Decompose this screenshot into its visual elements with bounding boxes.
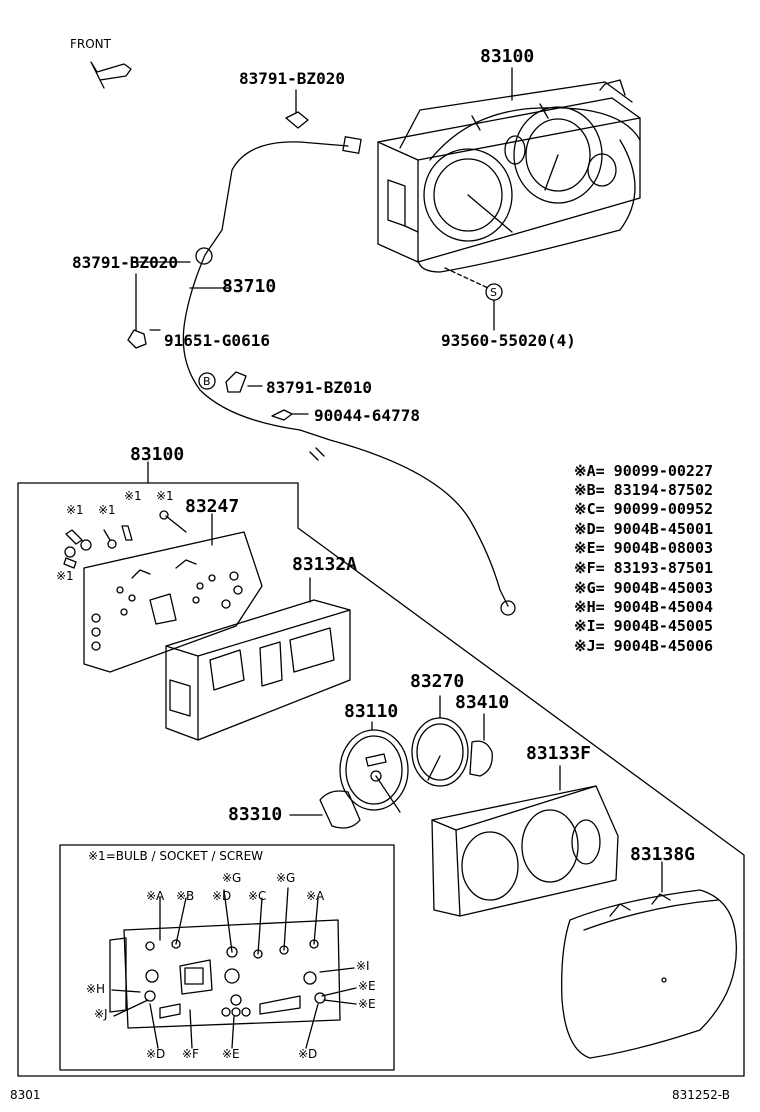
legend-row-c: ※C= 90099-00952: [574, 500, 713, 518]
part-83410: 83410: [455, 692, 510, 713]
inset-label-a1: ※A: [146, 889, 165, 903]
part-83138g: 83138G: [630, 844, 696, 865]
inset-label-e1: ※E: [358, 979, 376, 993]
part-83132a: 83132A: [292, 554, 358, 575]
part-83133f: 83133F: [526, 743, 592, 764]
part-90044-64778: 90044-64778: [314, 406, 420, 425]
inset-label-a2: ※A: [306, 889, 325, 903]
part-83247: 83247: [185, 496, 240, 517]
combination-meter-assembly: [377, 79, 641, 273]
front-label: FRONT: [70, 37, 111, 51]
meter-lens: [431, 765, 619, 917]
legend-row-j: ※J= 9004B-45006: [574, 637, 713, 655]
part-83791-bz020-lower: 83791-BZ020: [72, 253, 178, 272]
marker-s: S: [490, 286, 497, 299]
bulb-location-inset: [59, 844, 395, 1071]
part-83100-top: 83100: [480, 46, 535, 67]
inset-label-d1: ※D: [212, 889, 232, 903]
dial-plate-83310: [289, 790, 361, 829]
legend-row-e: ※E= 9004B-08003: [574, 539, 713, 557]
legend-row-g: ※G= 9004B-45003: [574, 579, 713, 597]
inset-label-f: ※F: [182, 1047, 199, 1061]
star1-label-d: ※1: [156, 489, 174, 503]
star1-label-a: ※1: [66, 503, 84, 517]
inset-label-j: ※J: [94, 1007, 108, 1021]
legend-row-a: ※A= 90099-00227: [574, 462, 713, 480]
star1-label-e: ※1: [56, 569, 74, 583]
exploded-view-frame: [17, 482, 745, 1077]
part-83110: 83110: [344, 701, 399, 722]
meter-case: [165, 577, 351, 741]
part-83791-bz020-upper: 83791-BZ020: [239, 69, 345, 88]
inset-label-c1: ※C: [248, 889, 267, 903]
speedometer-cable: [182, 136, 516, 616]
star1-label-b: ※1: [98, 503, 116, 517]
legend-row-h: ※H= 9004B-45004: [574, 598, 713, 616]
inset-label-g1: ※G: [222, 871, 242, 885]
inset-label-b1: ※B: [176, 889, 195, 903]
inset-label-g2: ※G: [276, 871, 296, 885]
legend-row-d: ※D= 9004B-45001: [574, 520, 713, 538]
speedometer-dial: [339, 721, 409, 813]
inset-label-d2: ※D: [146, 1047, 166, 1061]
inset-label-d3: ※D: [298, 1047, 318, 1061]
tachometer-dial: [411, 695, 493, 787]
part-83270: 83270: [410, 671, 465, 692]
inset-label-h: ※H: [86, 982, 106, 996]
footer-figure-code: 831252-B: [672, 1088, 730, 1102]
printed-circuit-board: [83, 513, 263, 673]
part-83791-bz010: 83791-BZ010: [266, 378, 372, 397]
part-83310: 83310: [228, 804, 283, 825]
part-93560-55020: 93560-55020(4): [441, 331, 576, 350]
marker-b: B: [203, 375, 211, 388]
front-arrow-icon: [90, 61, 132, 89]
inset-title: ※1=BULB / SOCKET / SCREW: [88, 849, 264, 863]
legend-row-b: ※B= 83194-87502: [574, 481, 713, 499]
footer-page-code: 8301: [10, 1088, 41, 1102]
star1-label-c: ※1: [124, 489, 142, 503]
part-83100-box: 83100: [130, 444, 185, 465]
inset-label-i: ※I: [356, 959, 370, 973]
part-91651-g0616: 91651-G0616: [164, 331, 270, 350]
part-83710: 83710: [222, 276, 277, 297]
inset-label-e2: ※E: [358, 997, 376, 1011]
legend-row-f: ※F= 83193-87501: [574, 559, 713, 577]
legend-row-i: ※I= 9004B-45005: [574, 617, 713, 635]
inset-label-e3: ※E: [222, 1047, 240, 1061]
meter-cover: [561, 861, 738, 1059]
bulb-socket-screws: [63, 510, 187, 569]
